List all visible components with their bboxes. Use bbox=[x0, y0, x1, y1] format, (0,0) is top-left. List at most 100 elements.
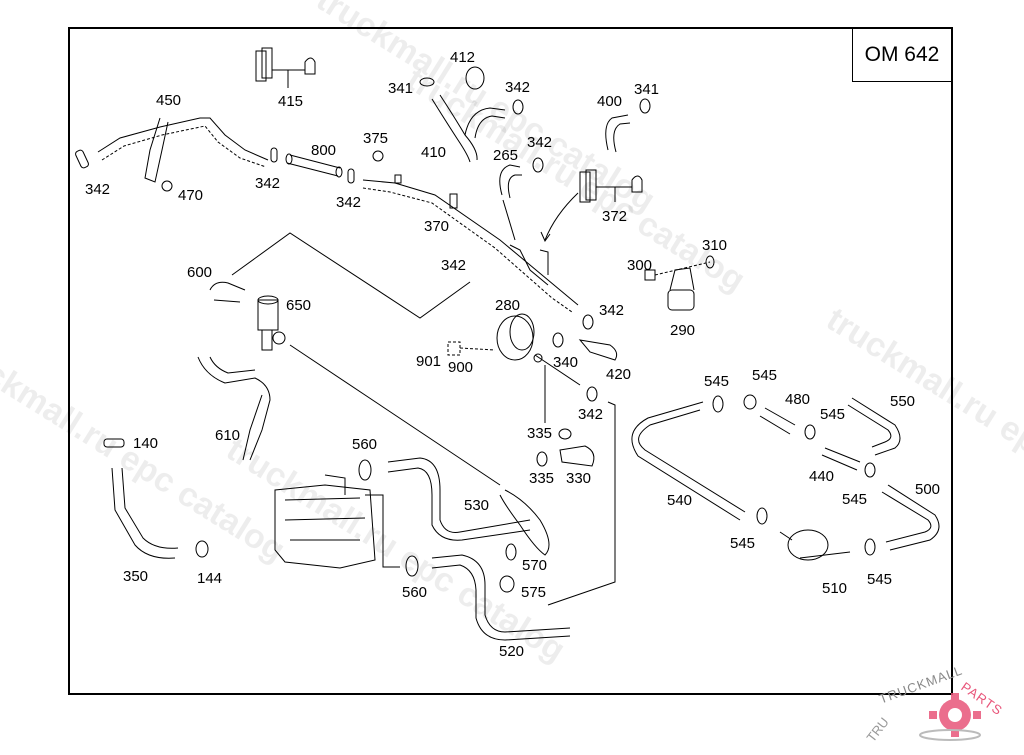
t-piece-440[interactable] bbox=[821, 447, 861, 471]
callout-370: 370 bbox=[424, 218, 450, 235]
hose-480[interactable] bbox=[759, 407, 796, 435]
clip-372[interactable] bbox=[579, 169, 643, 203]
pipe-450[interactable] bbox=[97, 117, 269, 183]
clamp-575[interactable] bbox=[499, 575, 515, 593]
hose-410[interactable] bbox=[431, 94, 506, 163]
clamp-341[interactable] bbox=[419, 77, 435, 87]
callout-420: 420 bbox=[606, 366, 632, 383]
leader-line bbox=[231, 232, 471, 319]
clamp-335[interactable] bbox=[558, 428, 572, 440]
callout-140: 140 bbox=[133, 435, 159, 452]
clamp-545[interactable] bbox=[864, 462, 876, 478]
callout-342: 342 bbox=[336, 194, 362, 211]
callout-342: 342 bbox=[255, 175, 281, 192]
clamp-340[interactable] bbox=[552, 332, 564, 348]
clamp-560[interactable] bbox=[405, 555, 419, 577]
hose-265[interactable] bbox=[499, 164, 522, 241]
bracket-290[interactable] bbox=[644, 255, 715, 311]
callout-470: 470 bbox=[178, 187, 204, 204]
arrow bbox=[544, 192, 579, 241]
clamp-342[interactable] bbox=[532, 157, 544, 173]
callout-500: 500 bbox=[915, 481, 941, 498]
callout-342: 342 bbox=[505, 79, 531, 96]
callout-342: 342 bbox=[578, 406, 604, 423]
clamp-140[interactable] bbox=[103, 438, 125, 448]
callout-575: 575 bbox=[521, 584, 547, 601]
callout-342: 342 bbox=[441, 257, 467, 274]
clamp-545[interactable] bbox=[743, 394, 757, 410]
callout-415: 415 bbox=[278, 93, 304, 110]
clamp-342[interactable] bbox=[582, 314, 594, 330]
diagram-frame: OM 642 bbox=[68, 27, 953, 695]
callout-510: 510 bbox=[822, 580, 848, 597]
hose-400[interactable] bbox=[605, 114, 631, 153]
clamp-342[interactable] bbox=[75, 149, 90, 169]
hose-500[interactable] bbox=[881, 484, 940, 551]
hose-550[interactable] bbox=[847, 397, 901, 456]
callout-450: 450 bbox=[156, 92, 182, 109]
leader-line bbox=[289, 344, 501, 486]
pipe-370[interactable] bbox=[362, 174, 579, 313]
callout-901: 901 bbox=[416, 353, 442, 370]
clamp-144[interactable] bbox=[195, 540, 209, 558]
callout-335: 335 bbox=[529, 470, 555, 487]
clamp-545[interactable] bbox=[864, 538, 876, 556]
clamp-341[interactable] bbox=[639, 98, 651, 114]
clamp-342[interactable] bbox=[512, 99, 524, 115]
clamp-545[interactable] bbox=[712, 395, 724, 413]
callout-550: 550 bbox=[890, 393, 916, 410]
valve-650[interactable] bbox=[257, 295, 286, 351]
pump-280[interactable] bbox=[496, 313, 543, 363]
callout-545: 545 bbox=[842, 491, 868, 508]
clamp-545[interactable] bbox=[804, 424, 816, 440]
truckmall-parts-logo: TRU TRUCKMALL PARTS bbox=[855, 662, 1024, 750]
callout-412: 412 bbox=[450, 49, 476, 66]
callout-340: 340 bbox=[553, 354, 579, 371]
callout-330: 330 bbox=[566, 470, 592, 487]
callout-545: 545 bbox=[752, 367, 778, 384]
callout-342: 342 bbox=[599, 302, 625, 319]
hose-540[interactable] bbox=[631, 401, 746, 521]
callout-560: 560 bbox=[402, 584, 428, 601]
hose-520[interactable] bbox=[431, 554, 571, 641]
callout-545: 545 bbox=[867, 571, 893, 588]
hose-530-end[interactable] bbox=[499, 489, 550, 556]
callout-440: 440 bbox=[809, 468, 835, 485]
clamp-342[interactable] bbox=[347, 168, 355, 184]
callout-545: 545 bbox=[730, 535, 756, 552]
callout-400: 400 bbox=[597, 93, 623, 110]
elbow-600[interactable] bbox=[209, 281, 246, 303]
hose-350[interactable] bbox=[111, 467, 179, 559]
callout-342: 342 bbox=[527, 134, 553, 151]
svg-text:TRU: TRU bbox=[864, 715, 892, 745]
callout-375: 375 bbox=[363, 130, 389, 147]
hose-420[interactable] bbox=[578, 339, 618, 361]
callout-410: 410 bbox=[421, 144, 447, 161]
hose-610[interactable] bbox=[197, 356, 271, 461]
clamp-570[interactable] bbox=[505, 543, 517, 561]
clamp-335[interactable] bbox=[536, 451, 548, 467]
clamp-342[interactable] bbox=[270, 147, 278, 163]
bushing-412[interactable] bbox=[465, 66, 485, 90]
nut-375[interactable] bbox=[372, 150, 384, 162]
clamp-560[interactable] bbox=[358, 459, 372, 481]
clip-415[interactable] bbox=[255, 47, 316, 88]
nut-470[interactable] bbox=[161, 180, 173, 192]
hose-530[interactable] bbox=[387, 457, 531, 541]
leader-line bbox=[365, 494, 400, 568]
callout-341: 341 bbox=[634, 81, 660, 98]
callout-342: 342 bbox=[85, 181, 111, 198]
clamp-545[interactable] bbox=[756, 507, 768, 525]
callout-600: 600 bbox=[187, 264, 213, 281]
hose-800[interactable] bbox=[285, 153, 343, 178]
elbow-330[interactable] bbox=[559, 445, 595, 467]
callout-900: 900 bbox=[448, 359, 474, 376]
heater-unit[interactable] bbox=[274, 474, 376, 569]
callout-570: 570 bbox=[522, 557, 548, 574]
leader-line bbox=[534, 354, 616, 606]
clamp-342[interactable] bbox=[586, 386, 598, 402]
callout-290: 290 bbox=[670, 322, 696, 339]
connector-900[interactable] bbox=[447, 341, 496, 356]
valve-510[interactable] bbox=[779, 529, 851, 561]
